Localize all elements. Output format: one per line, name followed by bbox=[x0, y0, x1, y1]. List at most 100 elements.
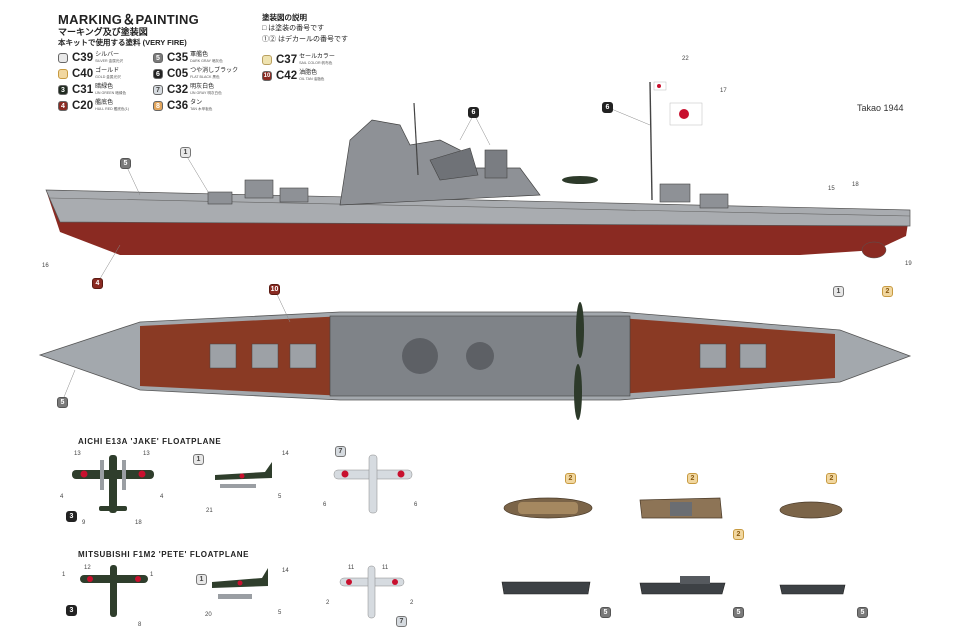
pete-under-hinomaru bbox=[346, 579, 352, 585]
callout-badge: 2 bbox=[826, 473, 837, 484]
callout-number: 13 bbox=[143, 451, 150, 457]
plan-turret-1 bbox=[209, 343, 237, 369]
callout-number: 11 bbox=[348, 565, 355, 571]
jake-float bbox=[122, 460, 126, 490]
pete-under-hinomaru bbox=[392, 579, 398, 585]
callout-number: 2 bbox=[410, 600, 414, 606]
explanation-line: ①② はデカールの番号です bbox=[262, 36, 348, 43]
paint-code: C31 bbox=[72, 84, 94, 96]
callout-badge: 2 bbox=[565, 473, 576, 484]
swatch-c20: 4 bbox=[58, 101, 68, 111]
callout-number: 20 bbox=[205, 612, 212, 618]
callout-number: 4 bbox=[60, 494, 64, 500]
paint-name-en: IJN GREEN 暗緑色 bbox=[95, 91, 127, 95]
callout-number: 21 bbox=[206, 508, 213, 514]
swatch-c35: 5 bbox=[153, 53, 163, 63]
swatch-c39 bbox=[58, 53, 68, 63]
turret-5 bbox=[699, 193, 729, 209]
jake-top-view bbox=[72, 455, 154, 513]
swatch-c37 bbox=[262, 55, 272, 65]
hull-portholes-line bbox=[49, 197, 911, 217]
paint-code: C05 bbox=[167, 68, 189, 80]
funnel-rear bbox=[484, 149, 508, 179]
jake-under-hinomaru bbox=[341, 470, 349, 478]
callout-badge: 5 bbox=[733, 607, 744, 618]
jake-under-fuselage bbox=[368, 454, 378, 514]
jake-under-hinomaru bbox=[397, 470, 405, 478]
callout-badge: 5 bbox=[600, 607, 611, 618]
decal-number: 22 bbox=[682, 56, 689, 62]
callout-number: 18 bbox=[135, 520, 142, 526]
paint-name-en: HULL RED 艦底色(1) bbox=[95, 107, 129, 111]
pete-side-float bbox=[218, 594, 252, 599]
callout-badge: 10 bbox=[269, 284, 280, 295]
paint-code: C36 bbox=[167, 100, 189, 112]
paint-name-en: SILVER 金属光沢 bbox=[95, 59, 123, 63]
callout-badge: 5 bbox=[120, 158, 131, 169]
paint-name-jp: タン bbox=[190, 100, 203, 106]
paint-name-jp: つや消しブラック bbox=[190, 68, 239, 74]
explanation-line: □ は塗装の番号です bbox=[262, 25, 325, 32]
pete-hinomaru bbox=[135, 576, 141, 582]
plan-turret-5 bbox=[739, 343, 767, 369]
plan-floatplane-2 bbox=[574, 364, 582, 420]
swatch-c32: 7 bbox=[153, 85, 163, 95]
callout-number: 5 bbox=[278, 494, 282, 500]
turret-3 bbox=[207, 191, 233, 205]
ship-profile-view bbox=[45, 81, 911, 259]
pete-fuselage bbox=[110, 565, 117, 617]
plan-aft-deck bbox=[620, 318, 835, 394]
jake-underside-view bbox=[333, 454, 413, 514]
callout-badge: 1 bbox=[196, 574, 207, 585]
callout-number: 4 bbox=[160, 494, 164, 500]
boats-top-row bbox=[503, 497, 843, 519]
paint-name-jp: 軍艦色 bbox=[190, 52, 209, 58]
callout-number: 13 bbox=[74, 451, 81, 457]
paint-name-jp: セールカラー bbox=[299, 54, 335, 60]
paint-code: C32 bbox=[167, 84, 189, 96]
callout-number: 9 bbox=[82, 520, 86, 526]
jake-hinomaru bbox=[138, 470, 146, 478]
swatch-c36: 8 bbox=[153, 101, 163, 111]
boat-launch-2-cabin bbox=[670, 502, 692, 516]
paint-name-jp: 油脂色 bbox=[299, 70, 318, 76]
pete-hinomaru bbox=[87, 576, 93, 582]
boat-cutter bbox=[779, 501, 843, 519]
boat-side-1 bbox=[501, 581, 591, 595]
decal-number: 16 bbox=[42, 263, 49, 269]
callout-number: 6 bbox=[414, 502, 418, 508]
boat-side-3 bbox=[779, 584, 846, 595]
leader-lines bbox=[61, 107, 651, 403]
callout-badge: 6 bbox=[468, 107, 479, 118]
decal-number: 18 bbox=[852, 182, 859, 188]
fore-mast bbox=[413, 102, 419, 176]
jake-side-hinomaru bbox=[239, 473, 245, 479]
callout-badge: 2 bbox=[882, 286, 893, 297]
callout-badge: 5 bbox=[57, 397, 68, 408]
plan-funnel-2 bbox=[466, 342, 494, 370]
swatch-c05: 6 bbox=[153, 69, 163, 79]
explanation-heading: 塗装図の説明 bbox=[262, 13, 307, 22]
callout-badge: 7 bbox=[335, 446, 346, 457]
hull-upper-gray bbox=[45, 189, 911, 227]
jake-fuselage bbox=[109, 455, 117, 513]
paint-note: 本キットで使用する塗料 (VERY FIRE) bbox=[58, 38, 187, 47]
callout-number: 5 bbox=[278, 610, 282, 616]
paint-code: C37 bbox=[276, 54, 298, 66]
callout-badge: 3 bbox=[66, 605, 77, 616]
paint-name-jp: シルバー bbox=[95, 52, 120, 58]
decal-number: 17 bbox=[720, 88, 727, 94]
paint-code: C39 bbox=[72, 52, 94, 64]
paint-code: C42 bbox=[276, 70, 298, 82]
jake-side-view bbox=[215, 462, 272, 488]
legend-explanation: 塗装図の説明 □ は塗装の番号です ①② はデカールの番号です bbox=[262, 12, 348, 45]
pete-side-view bbox=[212, 568, 268, 599]
jake-side-body bbox=[215, 462, 272, 480]
paint-name-en: GOLD 金属光沢 bbox=[95, 75, 121, 79]
paint-name-jp: 暗緑色 bbox=[95, 84, 114, 90]
boat-side-2-cabin bbox=[680, 576, 710, 584]
paint-name-en: FLAT BLACK 黒色 bbox=[190, 75, 220, 79]
boat-launch-1-deck bbox=[518, 502, 578, 514]
